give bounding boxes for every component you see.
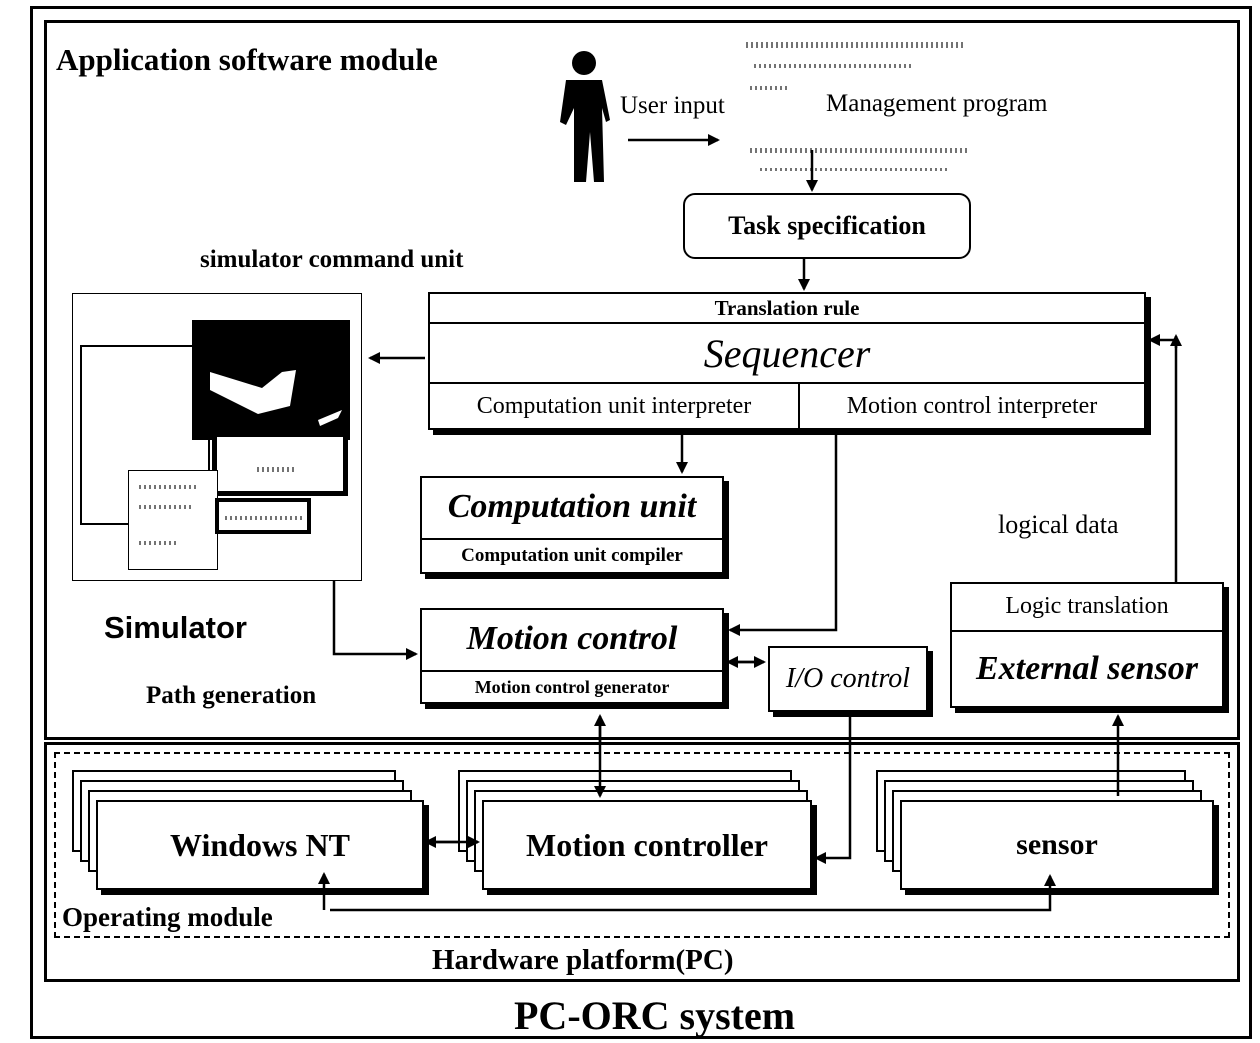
external-sensor-title: External sensor bbox=[976, 650, 1198, 687]
computation-interpreter-cell: Computation unit interpreter bbox=[476, 392, 752, 419]
computation-unit-title: Computation unit bbox=[447, 488, 697, 525]
operating-module-frame bbox=[54, 752, 1230, 938]
translation-rule-label: Translation rule bbox=[714, 295, 860, 320]
motion-interpreter-cell: Motion control interpreter bbox=[846, 392, 1098, 419]
external-sensor-block: Logic translation External sensor bbox=[950, 582, 1224, 708]
hardware-platform-label: Hardware platform(PC) bbox=[432, 944, 734, 976]
task-specification-box: Task specification bbox=[683, 193, 971, 259]
computation-unit-compiler: Computation unit compiler bbox=[461, 545, 683, 566]
sequencer-title: Sequencer bbox=[703, 330, 871, 376]
management-program-label: Management program bbox=[826, 90, 1048, 117]
computation-unit-block: Computation unit Computation unit compil… bbox=[420, 476, 724, 574]
simulator-window-black bbox=[192, 320, 350, 440]
management-program-box bbox=[740, 38, 972, 171]
operating-module-label: Operating module bbox=[62, 902, 273, 932]
simulator-window-list bbox=[128, 470, 218, 570]
logical-data-label: logical data bbox=[998, 510, 1119, 539]
simulator-window-dialog bbox=[212, 432, 348, 496]
simulator-title: Simulator bbox=[104, 610, 247, 645]
path-generation-label: Path generation bbox=[146, 682, 317, 709]
system-title: PC-ORC system bbox=[514, 993, 796, 1038]
motion-control-title: Motion control bbox=[466, 620, 678, 657]
motion-controller-box: Motion controller bbox=[482, 800, 812, 890]
user-input-label: User input bbox=[620, 92, 725, 119]
simulator-window-small bbox=[215, 498, 311, 534]
simulator-command-unit-label: simulator command unit bbox=[200, 246, 464, 273]
sequencer-block: Translation rule Sequencer Computation u… bbox=[428, 292, 1146, 430]
logic-translation-label: Logic translation bbox=[1005, 592, 1169, 619]
motion-control-block: Motion control Motion control generator bbox=[420, 608, 724, 704]
windows-nt-box: Windows NT bbox=[96, 800, 424, 890]
motion-control-generator: Motion control generator bbox=[474, 676, 670, 697]
app-module-title: Application software module bbox=[56, 42, 438, 77]
io-control-box: I/O control bbox=[768, 646, 928, 712]
sensor-box: sensor bbox=[900, 800, 1214, 890]
